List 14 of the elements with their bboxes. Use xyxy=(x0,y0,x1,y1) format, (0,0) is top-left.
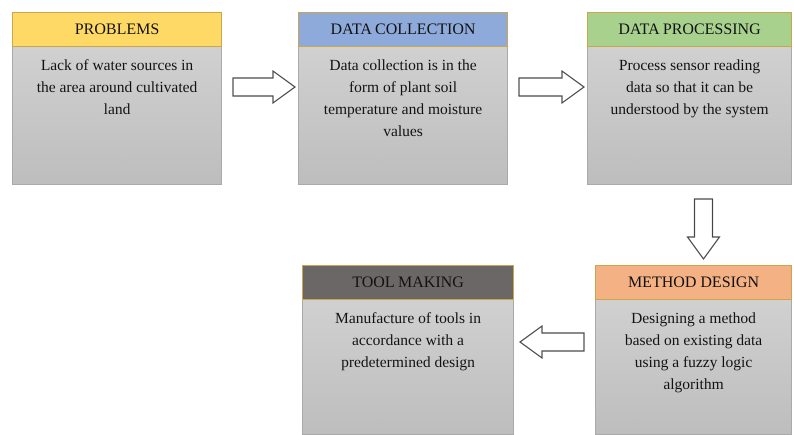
step-description: Designing a method based on existing data using a fuzzy logic algorithm xyxy=(595,300,792,435)
step-description: Process sensor reading data so that it can be understood by the system xyxy=(587,47,792,185)
step-description: Manufacture of tools in accordance with a predetermined design xyxy=(302,300,514,435)
step-heading: TOOL MAKING xyxy=(302,265,514,300)
step-heading: PROBLEMS xyxy=(12,12,222,47)
block-arrow xyxy=(518,70,586,104)
block-arrow xyxy=(686,198,721,260)
step-heading: DATA COLLECTION xyxy=(298,12,508,47)
block-arrow xyxy=(232,70,296,104)
step-heading: METHOD DESIGN xyxy=(595,265,792,300)
step-description: Data collection is in the form of plant soil temperature and moisture values xyxy=(298,47,508,185)
step-description: Lack of water sources in the area around cultivated land xyxy=(12,47,222,185)
step-heading: DATA PROCESSING xyxy=(587,12,792,47)
block-arrow xyxy=(518,324,585,360)
